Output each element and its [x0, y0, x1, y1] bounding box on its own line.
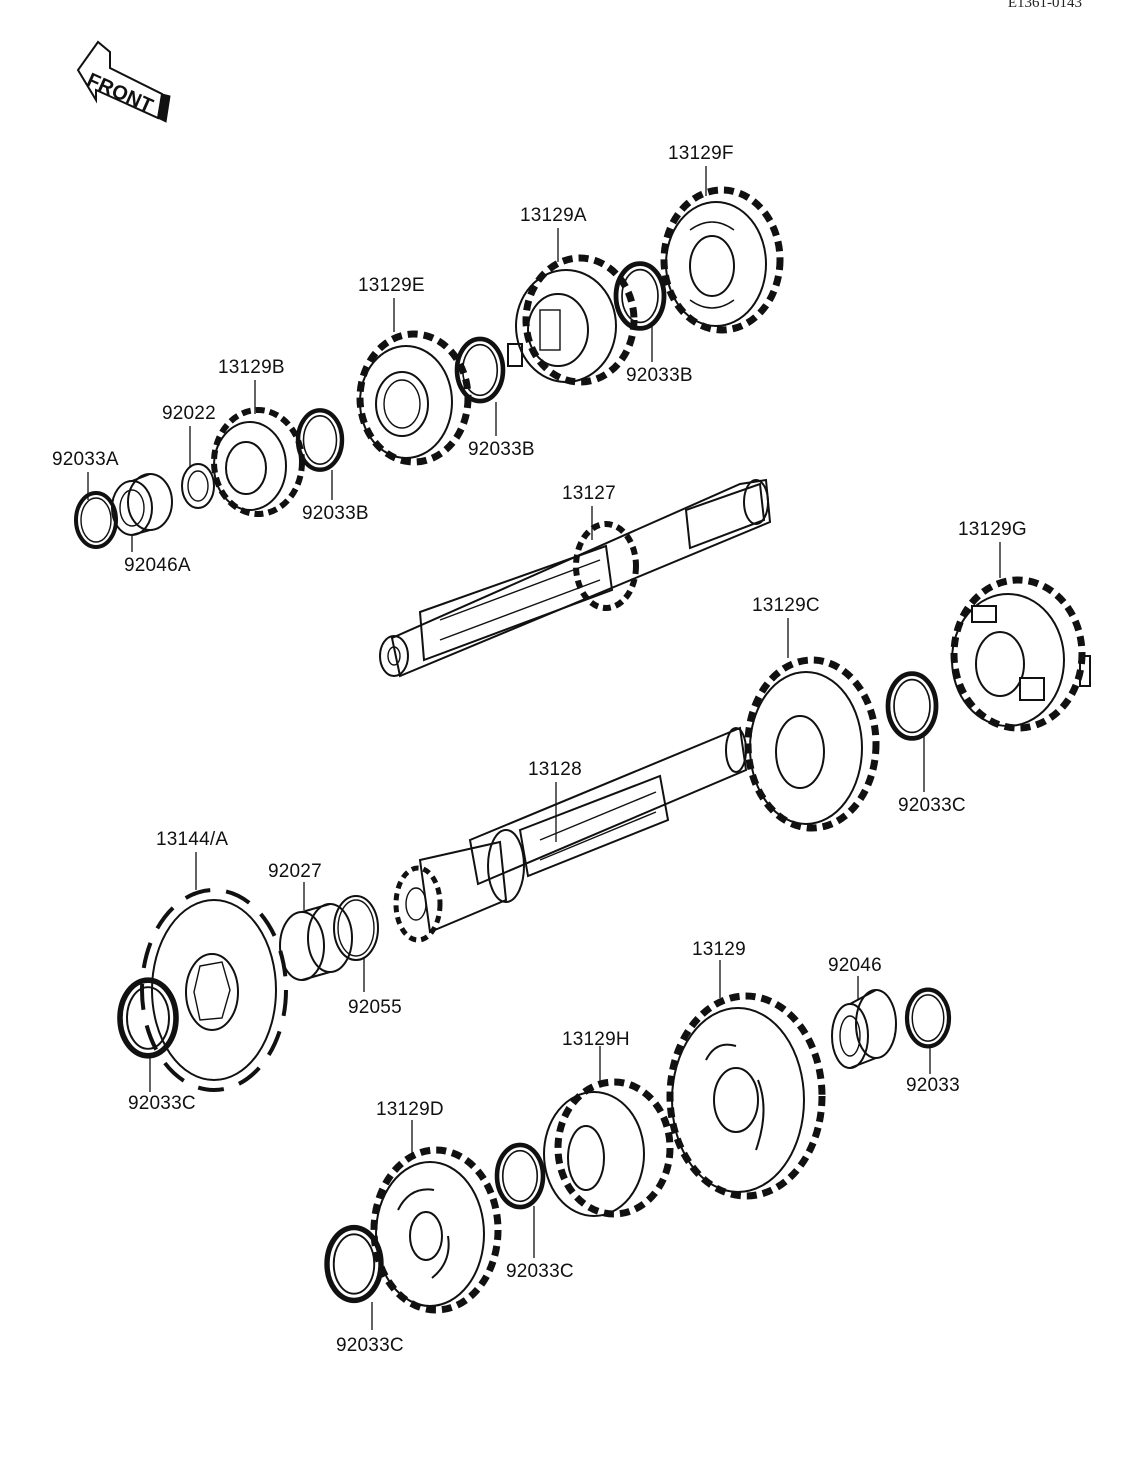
- part-label-13127[interactable]: 13127: [562, 483, 616, 504]
- needle-bearing-92046a-icon: [111, 473, 173, 536]
- part-label-92027[interactable]: 92027: [268, 861, 322, 882]
- part-label-13129[interactable]: 13129: [692, 939, 746, 960]
- gear-13129g-icon: [950, 576, 1091, 732]
- washer-92022-icon: [181, 463, 215, 509]
- part-label-13129h[interactable]: 13129H: [562, 1029, 630, 1050]
- part-label-92033[interactable]: 92033: [906, 1075, 960, 1096]
- front-arrow-icon: [76, 40, 171, 123]
- gear-13129f-icon: [660, 186, 784, 334]
- part-label-13128[interactable]: 13128: [528, 759, 582, 780]
- part-label-13129a[interactable]: 13129A: [520, 205, 587, 226]
- part-label-13129d[interactable]: 13129D: [376, 1099, 444, 1120]
- circlip-92033c-left-icon: [120, 980, 176, 1056]
- part-label-92033c-mid[interactable]: 92033C: [506, 1261, 574, 1282]
- circlip-92033a-icon: [74, 491, 118, 549]
- part-label-92033b-left[interactable]: 92033B: [302, 503, 369, 524]
- part-label-92033b-top[interactable]: 92033B: [626, 365, 693, 386]
- input-shaft-13127-icon: [379, 478, 772, 678]
- part-label-92046a[interactable]: 92046A: [124, 555, 191, 576]
- part-label-92055[interactable]: 92055: [348, 997, 402, 1018]
- gear-13129h-icon: [543, 1078, 674, 1218]
- collar-92027-icon: [279, 903, 353, 981]
- circlip-92033c-right-icon: [888, 674, 936, 739]
- circlip-92033b-left-icon: [298, 410, 342, 469]
- circlip-92033c-bottom-icon: [327, 1228, 381, 1301]
- gear-13129b-icon: [211, 407, 305, 517]
- gear-13129c-icon: [744, 656, 880, 832]
- diagram-code: E1361-0143: [1007, 0, 1082, 11]
- part-label-92046[interactable]: 92046: [828, 955, 882, 976]
- oring-92055-icon: [333, 895, 379, 961]
- gear-13129a-icon: [507, 254, 638, 386]
- part-label-92022[interactable]: 92022: [162, 403, 216, 424]
- circlip-92033c-mid-icon: [497, 1145, 543, 1207]
- part-label-92033c-right[interactable]: 92033C: [898, 795, 966, 816]
- part-label-13129c[interactable]: 13129C: [752, 595, 820, 616]
- part-label-92033c-bottom[interactable]: 92033C: [336, 1335, 404, 1356]
- part-label-13129f[interactable]: 13129F: [668, 143, 734, 164]
- part-label-92033c-left[interactable]: 92033C: [128, 1093, 196, 1114]
- part-label-13129g[interactable]: 13129G: [958, 519, 1027, 540]
- gear-13129e-icon: [356, 330, 472, 466]
- leader-lines: [87, 166, 1001, 1330]
- part-label-13129b[interactable]: 13129B: [218, 357, 285, 378]
- circlip-92033b-top-icon: [616, 264, 664, 329]
- part-label-92033b-mid[interactable]: 92033B: [468, 439, 535, 460]
- sprocket-13144a-icon: [140, 888, 288, 1092]
- output-shaft-13128-icon: [393, 726, 748, 943]
- needle-bearing-92046-icon: [831, 989, 897, 1069]
- circlip-92033-icon: [907, 990, 949, 1047]
- gear-13129d-icon: [370, 1146, 502, 1314]
- part-label-13144a[interactable]: 13144/A: [156, 829, 229, 850]
- part-label-92033a[interactable]: 92033A: [52, 449, 119, 470]
- gear-13129-icon: [666, 992, 826, 1200]
- part-label-13129e[interactable]: 13129E: [358, 275, 425, 296]
